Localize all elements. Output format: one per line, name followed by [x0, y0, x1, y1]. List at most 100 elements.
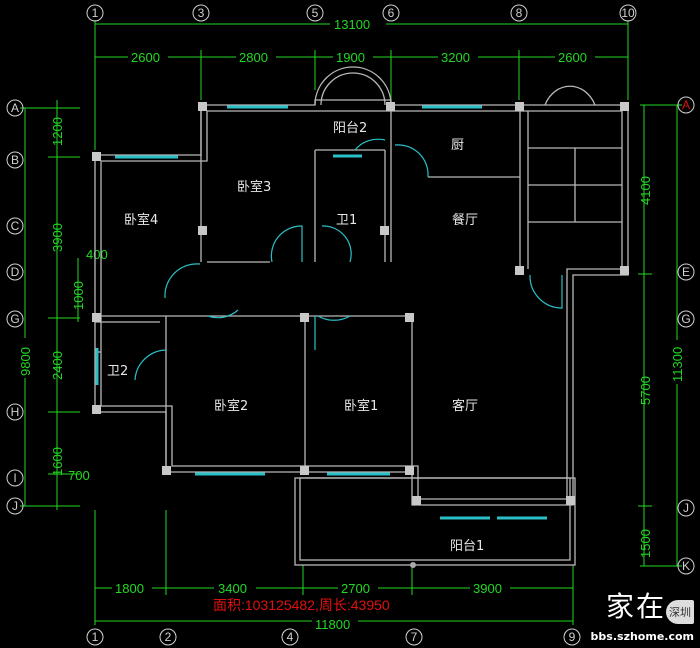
drawing-stroke — [207, 309, 239, 319]
drawing-stroke — [270, 225, 303, 263]
room-balcony-1: 阳台1 — [450, 539, 484, 554]
drawing-stroke — [92, 313, 101, 322]
room-dining: 餐厅 — [452, 212, 478, 228]
axis-bubble — [619, 4, 637, 22]
drawing-stroke — [198, 102, 207, 111]
axis-lines — [94, 20, 629, 150]
top-axis-bubbles: 1 3 5 6 8 10 — [86, 4, 637, 22]
drawing-stroke — [112, 581, 152, 595]
bottom-dim: 3400 — [218, 581, 247, 596]
drawing-stroke — [330, 17, 386, 31]
axis-label: G — [10, 312, 19, 326]
axis-bubble — [6, 151, 24, 169]
drawing-stroke — [412, 496, 421, 505]
left-dimensions: 9800 1200 3900 2400 1600 700 400 1000 — [18, 100, 108, 510]
drawing-stroke — [333, 50, 373, 64]
bottom-dim: 1800 — [115, 581, 144, 596]
drawing-stroke — [380, 226, 389, 235]
bottom-axis-bubbles: 1 2 4 7 9 — [86, 628, 581, 646]
top-dim: 2600 — [131, 50, 160, 65]
room-bathroom-2: 卫2 — [107, 364, 128, 379]
bottom-total-dim: 11800 — [315, 617, 350, 632]
room-bedroom-1: 卧室1 — [344, 398, 378, 414]
left-dim: 1200 — [50, 117, 65, 146]
axis-label: 3 — [198, 6, 205, 20]
left-dim: 400 — [86, 247, 108, 262]
left-dim: 1000 — [71, 281, 86, 310]
drawing-stroke — [236, 50, 276, 64]
axis-label: 6 — [388, 6, 395, 20]
axis-label: C — [11, 219, 20, 233]
watermark-brand: 家在 — [605, 590, 666, 623]
drawing-stroke — [555, 50, 595, 64]
axis-bubble — [677, 310, 695, 328]
axis-label: B — [11, 153, 19, 167]
room-bedroom-3: 卧室3 — [237, 179, 271, 195]
drawing-stroke — [198, 226, 207, 235]
drawing-stroke — [544, 85, 596, 106]
drawing-stroke — [164, 263, 201, 299]
axis-bubble — [86, 628, 104, 646]
left-dim: 700 — [68, 468, 90, 483]
columns — [92, 102, 629, 505]
drawing-stroke — [294, 477, 576, 566]
axis-label: 1 — [92, 6, 99, 20]
axis-label: E — [682, 265, 690, 279]
axis-bubble — [563, 628, 581, 646]
axis-label: 2 — [165, 630, 172, 644]
top-total-dim: 13100 — [334, 17, 370, 32]
axis-bubble — [677, 96, 695, 114]
drawing-stroke — [515, 102, 524, 111]
doors — [134, 138, 563, 381]
room-bedroom-4: 卧室4 — [124, 212, 158, 228]
room-bedroom-2: 卧室2 — [214, 398, 248, 414]
axis-label: J — [12, 499, 18, 513]
drawing-stroke — [312, 615, 358, 629]
top-dim: 1900 — [336, 50, 365, 65]
drawing-stroke — [438, 50, 478, 64]
axis-bubble — [86, 4, 104, 22]
watermark-url: bbs.szhome.com — [590, 630, 694, 643]
drawing-stroke — [19, 338, 32, 378]
left-axis-bubbles: A B C D G H I J — [6, 99, 24, 515]
axis-label: H — [11, 405, 20, 419]
drawing-stroke — [320, 72, 386, 106]
drawing-stroke — [470, 581, 510, 595]
left-dim: 2400 — [50, 351, 65, 380]
top-dim: 2800 — [239, 50, 268, 65]
axis-bubble — [6, 497, 24, 515]
axis-bubble — [6, 310, 24, 328]
balcony-1-rail — [294, 477, 576, 568]
bottom-dim: 3900 — [473, 581, 502, 596]
drawing-stroke — [321, 225, 352, 263]
axis-label: 8 — [516, 6, 523, 20]
axis-bubble — [382, 4, 400, 22]
axis-bubble — [6, 469, 24, 487]
windows — [95, 105, 547, 520]
watermark-badge: 深圳 — [666, 599, 694, 624]
axis-bubble — [6, 263, 24, 281]
right-dimensions: 4100 5700 1500 11300 — [638, 104, 685, 567]
room-balcony-2: 阳台2 — [333, 121, 367, 136]
drawing-stroke — [566, 496, 575, 505]
drawing-stroke — [100, 110, 623, 500]
top-dimensions: 13100 2600 2800 1900 3200 2600 — [94, 17, 629, 150]
kitchen-cabinets — [527, 111, 622, 269]
drawing-stroke — [92, 405, 101, 414]
axis-bubble — [159, 628, 177, 646]
drawing-stroke — [300, 466, 309, 475]
drawing-stroke — [314, 66, 392, 106]
drawing-stroke — [162, 466, 171, 475]
axis-bubble — [677, 557, 695, 575]
axis-bubble — [510, 4, 528, 22]
right-axis-bubbles: A E G J K — [677, 96, 695, 575]
drawing-stroke — [92, 152, 101, 161]
drawing-stroke — [338, 581, 378, 595]
room-bathroom-1: 卫1 — [336, 213, 357, 228]
room-labels: 卧室4 卧室3 阳台2 卫1 厨 餐厅 卫2 卧室2 卧室1 客厅 阳台1 — [107, 121, 484, 554]
axis-label: 5 — [312, 6, 319, 20]
right-dim: 5700 — [638, 376, 653, 405]
top-dim: 2600 — [558, 50, 587, 65]
